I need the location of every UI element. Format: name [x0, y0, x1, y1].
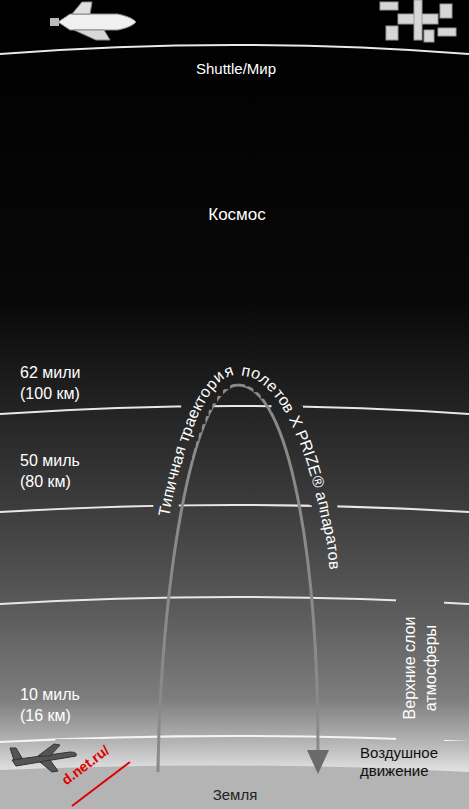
arrowhead: [307, 750, 329, 774]
orbit-line: [0, 45, 469, 54]
region-label: Космос: [182, 204, 292, 225]
space-shuttle: [50, 2, 136, 40]
layer-label: Верхние слои атмосферы: [399, 588, 441, 748]
altitude-line: [0, 406, 469, 414]
ground-label: Земля: [190, 784, 280, 805]
mir-station: [380, 0, 456, 42]
trajectory-letter: X: [286, 413, 305, 430]
trajectory: [158, 385, 318, 772]
altitude-label: 50 миль (80 км): [20, 450, 98, 492]
layer-label: Воздушное движение: [360, 744, 468, 780]
altitude-label: 10 миль (16 км): [20, 684, 98, 726]
trajectory-letter: [235, 362, 240, 378]
altitude-line: [0, 597, 469, 604]
altitude-line: [0, 736, 469, 742]
trajectory-letter: в: [326, 560, 343, 570]
altitude-line: [0, 505, 469, 512]
altitude-label: 62 мили (100 км): [20, 362, 98, 404]
caption-text: Shuttle/Мир: [176, 58, 296, 79]
